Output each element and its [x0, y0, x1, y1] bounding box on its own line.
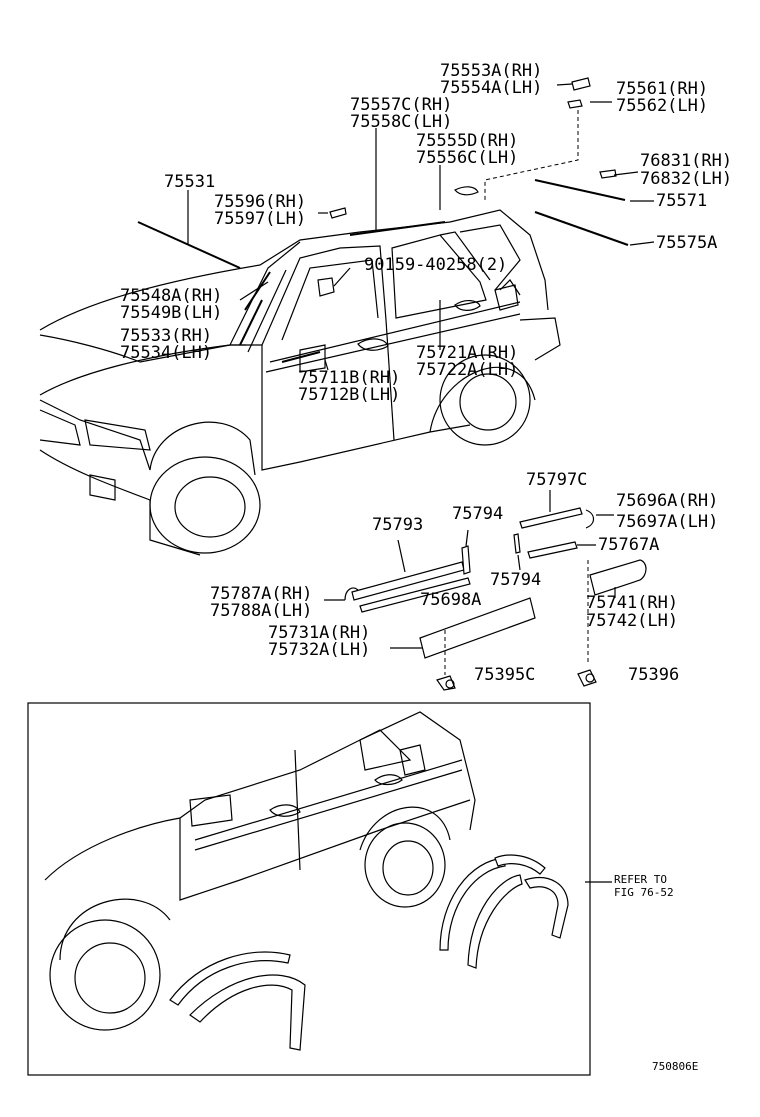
refer-line-2: FIG 76-52	[614, 886, 674, 899]
label-75731A: 75731A(RH)	[268, 623, 370, 643]
part-labels: 75553A(RH) 75554A(LH) 75561(RH) 75562(LH…	[120, 61, 732, 1073]
middle-parts	[324, 490, 647, 691]
label-75396: 75396	[628, 665, 679, 685]
label-75732A: 75732A(LH)	[268, 640, 370, 660]
label-90159: 90159-40258(2)	[364, 255, 507, 275]
upper-parts	[137, 77, 629, 363]
label-75722A: 75722A(LH)	[416, 360, 518, 380]
label-75793: 75793	[372, 515, 423, 535]
label-75555D: 75555D(RH)	[416, 131, 518, 151]
label-75548A: 75548A(RH)	[120, 286, 222, 306]
label-75794-b: 75794	[490, 570, 541, 590]
label-75767A: 75767A	[598, 535, 659, 555]
label-75531: 75531	[164, 172, 215, 192]
label-75596: 75596(RH)	[214, 192, 306, 212]
label-75571: 75571	[656, 191, 707, 211]
vehicle-upper	[39, 209, 561, 556]
label-75797C: 75797C	[526, 470, 587, 490]
label-76832: 76832(LH)	[640, 169, 732, 189]
label-75697A: 75697A(LH)	[616, 512, 718, 532]
label-75788A: 75788A(LH)	[210, 601, 312, 621]
figure-number: 750806E	[652, 1060, 698, 1073]
label-75696A: 75696A(RH)	[616, 491, 718, 511]
label-75597: 75597(LH)	[214, 209, 306, 229]
label-75395C: 75395C	[474, 665, 535, 685]
label-75554A: 75554A(LH)	[440, 78, 542, 98]
label-75556C: 75556C(LH)	[416, 148, 518, 168]
leaders-upper	[187, 83, 655, 371]
label-75787A: 75787A(RH)	[210, 584, 312, 604]
label-76831: 76831(RH)	[640, 151, 732, 171]
label-75561: 75561(RH)	[616, 79, 708, 99]
lower-box	[27, 702, 612, 1076]
label-75741: 75741(RH)	[586, 593, 678, 613]
label-75711B: 75711B(RH)	[298, 368, 400, 388]
label-75575A: 75575A	[656, 233, 717, 253]
label-75721A: 75721A(RH)	[416, 343, 518, 363]
label-75742: 75742(LH)	[586, 611, 678, 631]
refer-line-1: REFER TO	[614, 873, 667, 886]
label-75557C: 75557C(RH)	[350, 95, 452, 115]
label-75533: 75533(RH)	[120, 326, 212, 346]
label-75698A: 75698A	[420, 590, 481, 610]
label-75712B: 75712B(LH)	[298, 385, 400, 405]
label-75549B: 75549B(LH)	[120, 303, 222, 323]
label-75794-a: 75794	[452, 504, 503, 524]
label-75534: 75534(LH)	[120, 343, 212, 363]
label-75558C: 75558C(LH)	[350, 112, 452, 132]
label-75553A: 75553A(RH)	[440, 61, 542, 81]
label-75562: 75562(LH)	[616, 96, 708, 116]
